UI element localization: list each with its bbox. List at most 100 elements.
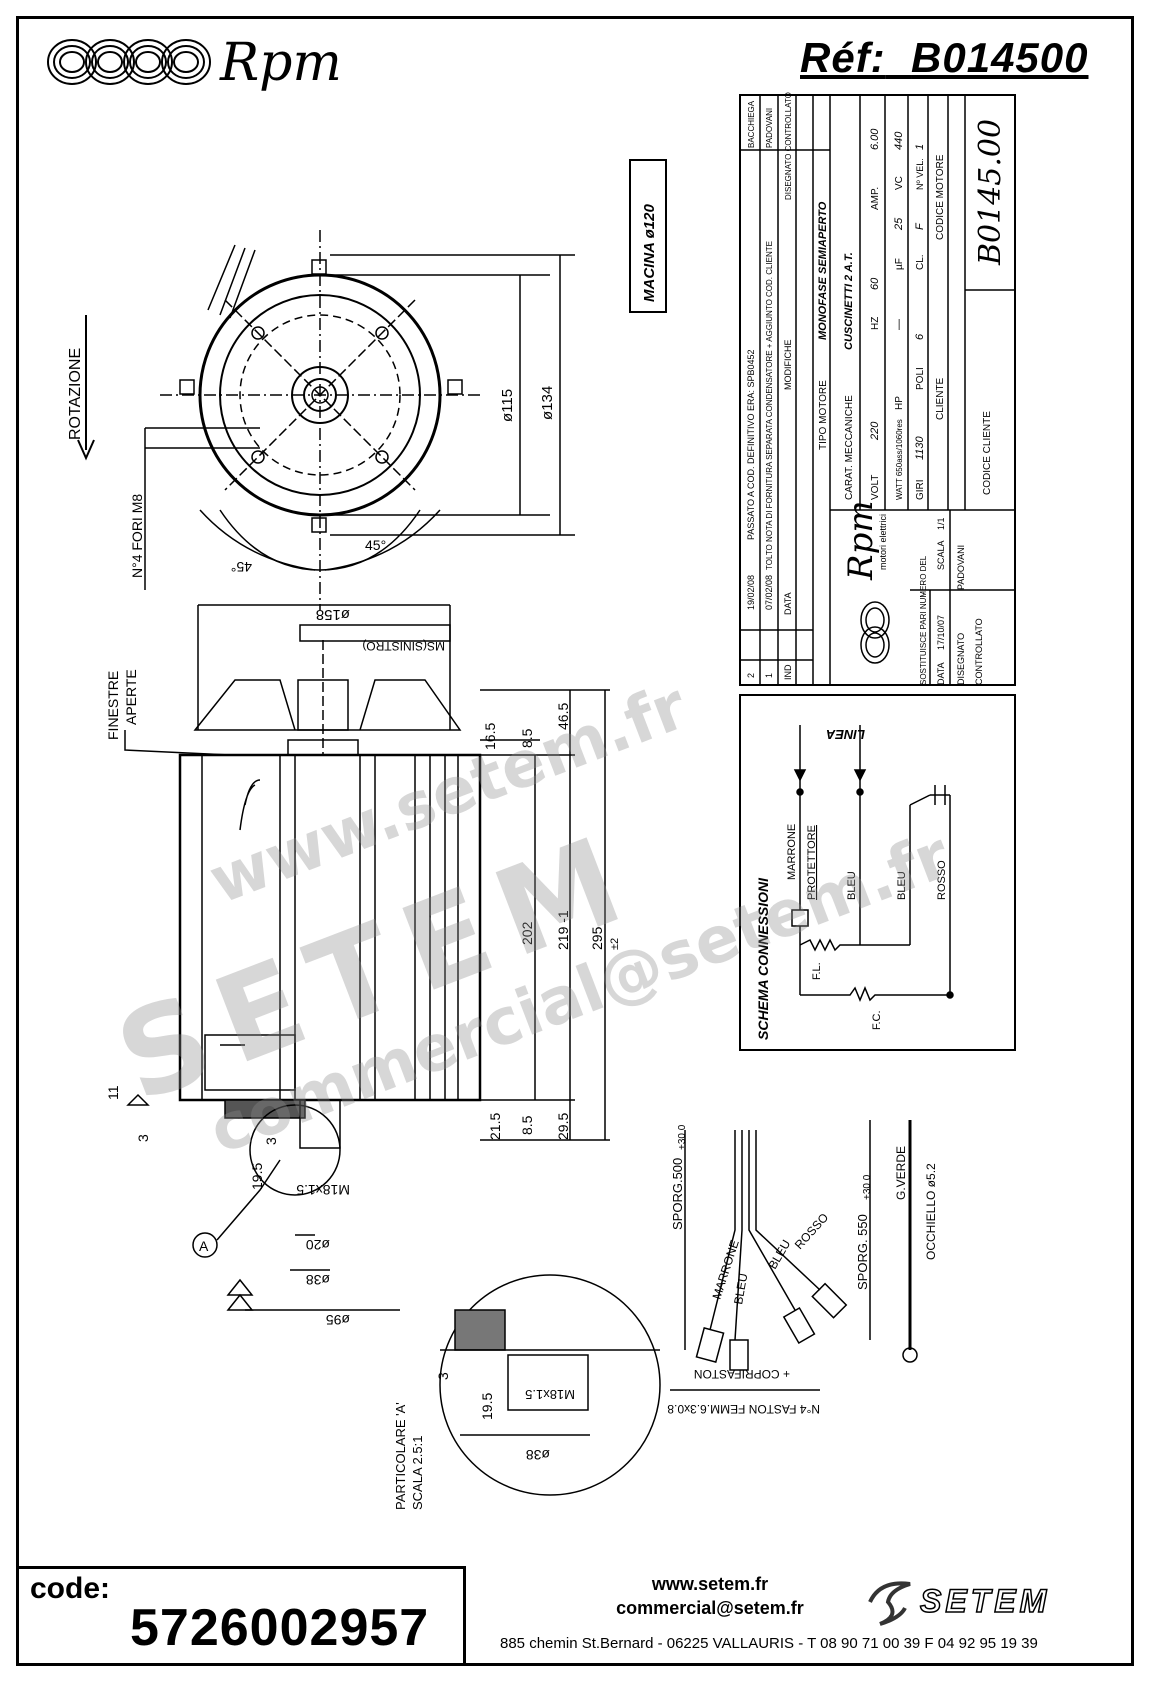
angle-left: 45° bbox=[231, 559, 252, 575]
sostituisce-value: - bbox=[918, 592, 928, 595]
title-rpm-logo: Rpm motori elettrici bbox=[841, 500, 890, 664]
finestre-label: FINESTRE bbox=[105, 671, 121, 740]
coprifaston-label: + COPRIFASTON bbox=[694, 1367, 790, 1381]
dim-19-5: 19.5 bbox=[249, 1163, 265, 1190]
dim-3b: 3 bbox=[263, 1137, 279, 1145]
scala-value: 1/1 bbox=[936, 517, 946, 530]
setem-logo-text: SETEM bbox=[920, 1583, 1050, 1619]
dim-115: ø115 bbox=[499, 389, 516, 422]
scala-detail: SCALA 2.5:1 bbox=[410, 1436, 425, 1510]
dim-11: 11 bbox=[105, 1085, 121, 1100]
side-view: ø158 MS(SINISTRO) FINESTRE APERTE 16.5 8… bbox=[105, 604, 621, 1328]
dim-295-tol: ±2 bbox=[609, 938, 621, 950]
rev1-ind: 1 bbox=[764, 673, 774, 678]
schema-connessioni: SCHEMA CONNESSIONI LINEA MARRONE PROTETT… bbox=[739, 694, 1016, 1051]
setem-logo: SETEM bbox=[868, 1581, 1050, 1626]
hp-label: HP bbox=[894, 396, 905, 410]
rev0-by: DISEGNATO CONTROLLATO bbox=[784, 92, 793, 200]
rotazione-label: ROTAZIONE bbox=[67, 348, 84, 440]
dim-202: 202 bbox=[519, 921, 535, 945]
dim-95: ø95 bbox=[326, 1312, 350, 1328]
schema-protettore: PROTETTORE bbox=[806, 825, 818, 900]
drawing-frame bbox=[16, 16, 1134, 1666]
cl-label: CL. bbox=[915, 254, 926, 270]
volt-label: VOLT bbox=[870, 475, 881, 500]
title-block: 19/02/08 07/02/08 DATA 2 1 IND PASSATO A… bbox=[739, 92, 1016, 686]
rev2-data: 19/02/08 bbox=[746, 575, 756, 610]
schema-fl: F.L. bbox=[811, 962, 823, 980]
rev1-by: PADOVANI bbox=[765, 108, 774, 148]
vc-label: VC bbox=[894, 176, 905, 190]
watt-label: WATT 650ass/1060res bbox=[895, 419, 904, 500]
tipo-motore: MONOFASE SEMIAPERTO bbox=[817, 201, 829, 340]
sostituisce-label: SOSTITUISCE PARI NUMERO DEL bbox=[919, 555, 928, 685]
dim-219: 219 -1 bbox=[555, 910, 571, 950]
g-verde: G.VERDE bbox=[894, 1146, 908, 1200]
detail-a: 3 19.5 M18x1.5 ø38 PARTICOLARE 'A' SCALA… bbox=[393, 1274, 661, 1510]
uf-value: 25 bbox=[893, 217, 905, 231]
rev1-modifiche: TOLTO NOTA DI FORNITURA SEPARATA CONDENS… bbox=[765, 241, 774, 570]
detail-3: 3 bbox=[435, 1372, 451, 1380]
title-brand: Rpm bbox=[841, 500, 881, 581]
code-value: 5726002957 bbox=[130, 1599, 430, 1657]
dim-158: ø158 bbox=[316, 606, 350, 623]
hz-value: 60 bbox=[869, 277, 881, 290]
footer-email[interactable]: commercial@setem.fr bbox=[616, 1598, 804, 1618]
carat-value: CUSCINETTI 2 A.T. bbox=[843, 252, 855, 350]
cable-leads: SPORG.500 +30 0 MARRONE BLEU BLEU ROSSO … bbox=[667, 1120, 938, 1416]
controllato-label: CONTROLLATO bbox=[974, 618, 984, 685]
codice-motore-label: CODICE MOTORE bbox=[935, 154, 946, 240]
brand-name: Rpm bbox=[219, 33, 342, 93]
ref-label: Réf: bbox=[800, 34, 886, 81]
rpm-logo: Rpm bbox=[47, 33, 342, 93]
footer-website[interactable]: www.setem.fr bbox=[651, 1574, 769, 1594]
wire-rosso: ROSSO bbox=[792, 1210, 831, 1252]
poli-label: POLI bbox=[915, 367, 926, 390]
sporg-500: SPORG.500 bbox=[670, 1158, 685, 1230]
amp-value: 6.00 bbox=[869, 128, 881, 150]
carat-label: CARAT. MECCANICHE bbox=[844, 395, 855, 500]
dim-8-5-top: 8.5 bbox=[519, 728, 535, 748]
codice-motore: B0145.00 bbox=[973, 119, 1008, 266]
angle-right: 45° bbox=[365, 537, 386, 553]
code-label: code: bbox=[30, 1572, 111, 1605]
schema-fc: F.C. bbox=[871, 1010, 883, 1030]
dim-20: ø20 bbox=[306, 1237, 330, 1253]
schema-bleu2: BLEU bbox=[896, 871, 908, 900]
amp-label: AMP. bbox=[870, 187, 881, 210]
schema-title: SCHEMA CONNESSIONI bbox=[755, 877, 771, 1040]
aperte-label: APERTE bbox=[123, 669, 139, 725]
dim-3: 3 bbox=[135, 1134, 151, 1142]
rev0-ind: IND bbox=[783, 664, 793, 680]
giri-value: 1130 bbox=[914, 435, 926, 460]
rev1-data: 07/02/08 bbox=[764, 575, 774, 610]
scala-label: SCALA bbox=[936, 540, 946, 570]
reference: Réf: B014500 bbox=[800, 34, 1089, 82]
dim-295: 295 bbox=[589, 926, 605, 950]
cl-value: F bbox=[914, 222, 926, 230]
sporg-550: SPORG. 550 bbox=[855, 1214, 870, 1290]
rev2-modifiche: PASSATO A COD. DEFINITIVO ERA: SPB0452 bbox=[746, 349, 756, 540]
technical-drawing: ø115 ø134 N°4 FORI M8 45° 45° ROTAZIONE … bbox=[67, 92, 1016, 1510]
cliente-label: CLIENTE bbox=[935, 377, 946, 420]
wire-bleu: BLEU bbox=[731, 1272, 750, 1305]
detail-38: ø38 bbox=[526, 1447, 550, 1463]
rev0-data: DATA bbox=[783, 592, 793, 615]
dim-46-5: 46.5 bbox=[555, 703, 571, 730]
contact-block: www.setem.fr commercial@setem.fr bbox=[470, 1572, 950, 1620]
hp-value: — bbox=[893, 319, 905, 330]
linea-label: LINEA bbox=[826, 727, 865, 742]
rev0-modifiche: MODIFICHE bbox=[783, 340, 793, 391]
schema-bleu1: BLEU bbox=[846, 871, 858, 900]
disegnato-label: DISEGNATO bbox=[956, 633, 966, 685]
footer-address: 885 chemin St.Bernard - 06225 VALLAURIS … bbox=[500, 1635, 1038, 1652]
schema-marrone: MARRONE bbox=[786, 824, 798, 880]
macina-label: MACINA ø120 bbox=[641, 204, 658, 302]
dim-29-5: 29.5 bbox=[555, 1113, 571, 1140]
m18-label: M18x1.5 bbox=[296, 1182, 350, 1198]
detail-19-5: 19.5 bbox=[479, 1393, 495, 1420]
fastom-label: N°4 FASTON FEMM.6.3x0.8 bbox=[667, 1402, 820, 1416]
rev2-by: BACCHIEGA bbox=[747, 100, 756, 148]
label-a: A bbox=[199, 1238, 209, 1254]
disegnato-value: PADOVANI bbox=[956, 545, 966, 590]
